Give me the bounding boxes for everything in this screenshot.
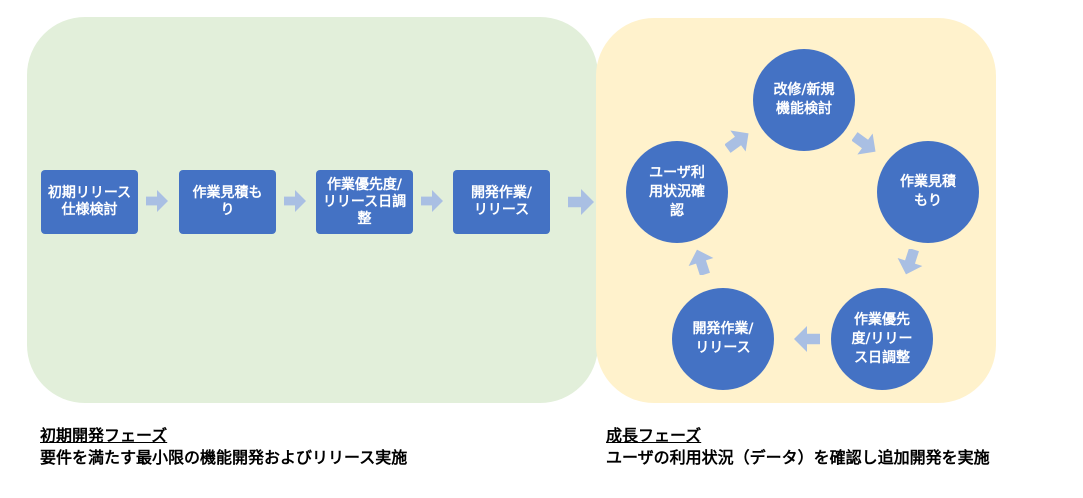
arrow-right-icon [421, 189, 443, 213]
arrow-right-icon [284, 189, 306, 213]
cycle-node-estimate: 作業見積 もり [877, 141, 979, 243]
growth-phase-description: ユーザの利用状況（データ）を確認し追加開発を実施 [606, 448, 990, 467]
initial-step-priority: 作業優先度/ リリース日調 整 [316, 170, 413, 234]
cycle-node-usage-check: ユーザ利 用状況確 認 [626, 141, 728, 243]
initial-step-spec: 初期リリース 仕様検討 [41, 170, 138, 234]
cycle-arrow-icon [897, 249, 923, 275]
initial-step-release: 開発作業/ リリース [453, 170, 550, 234]
arrow-right-icon [146, 189, 168, 213]
cycle-arrow-icon [725, 128, 751, 154]
initial-step-estimate: 作業見積も り [179, 170, 276, 234]
cycle-node-feature-planning: 改修/新規 機能検討 [753, 49, 855, 151]
initial-phase-title: 初期開発フェーズ [40, 426, 168, 445]
cycle-arrow-icon [794, 326, 820, 352]
initial-phase-caption: 初期開発フェーズ 要件を満たす最小限の機能開発およびリリース実施 [40, 425, 407, 469]
initial-phase-description: 要件を満たす最小限の機能開発およびリリース実施 [40, 448, 408, 467]
cycle-node-priority: 作業優先 度/リリー ス日調整 [831, 288, 933, 390]
cycle-arrow-icon [688, 249, 714, 275]
growth-phase-caption: 成長フェーズ ユーザの利用状況（データ）を確認し追加開発を実施 [606, 425, 990, 469]
cycle-node-release: 開発作業/ リリース [672, 288, 774, 390]
growth-phase-title: 成長フェーズ [606, 426, 702, 445]
phase-transition-arrow-icon [566, 189, 596, 215]
cycle-arrow-icon [852, 131, 878, 157]
